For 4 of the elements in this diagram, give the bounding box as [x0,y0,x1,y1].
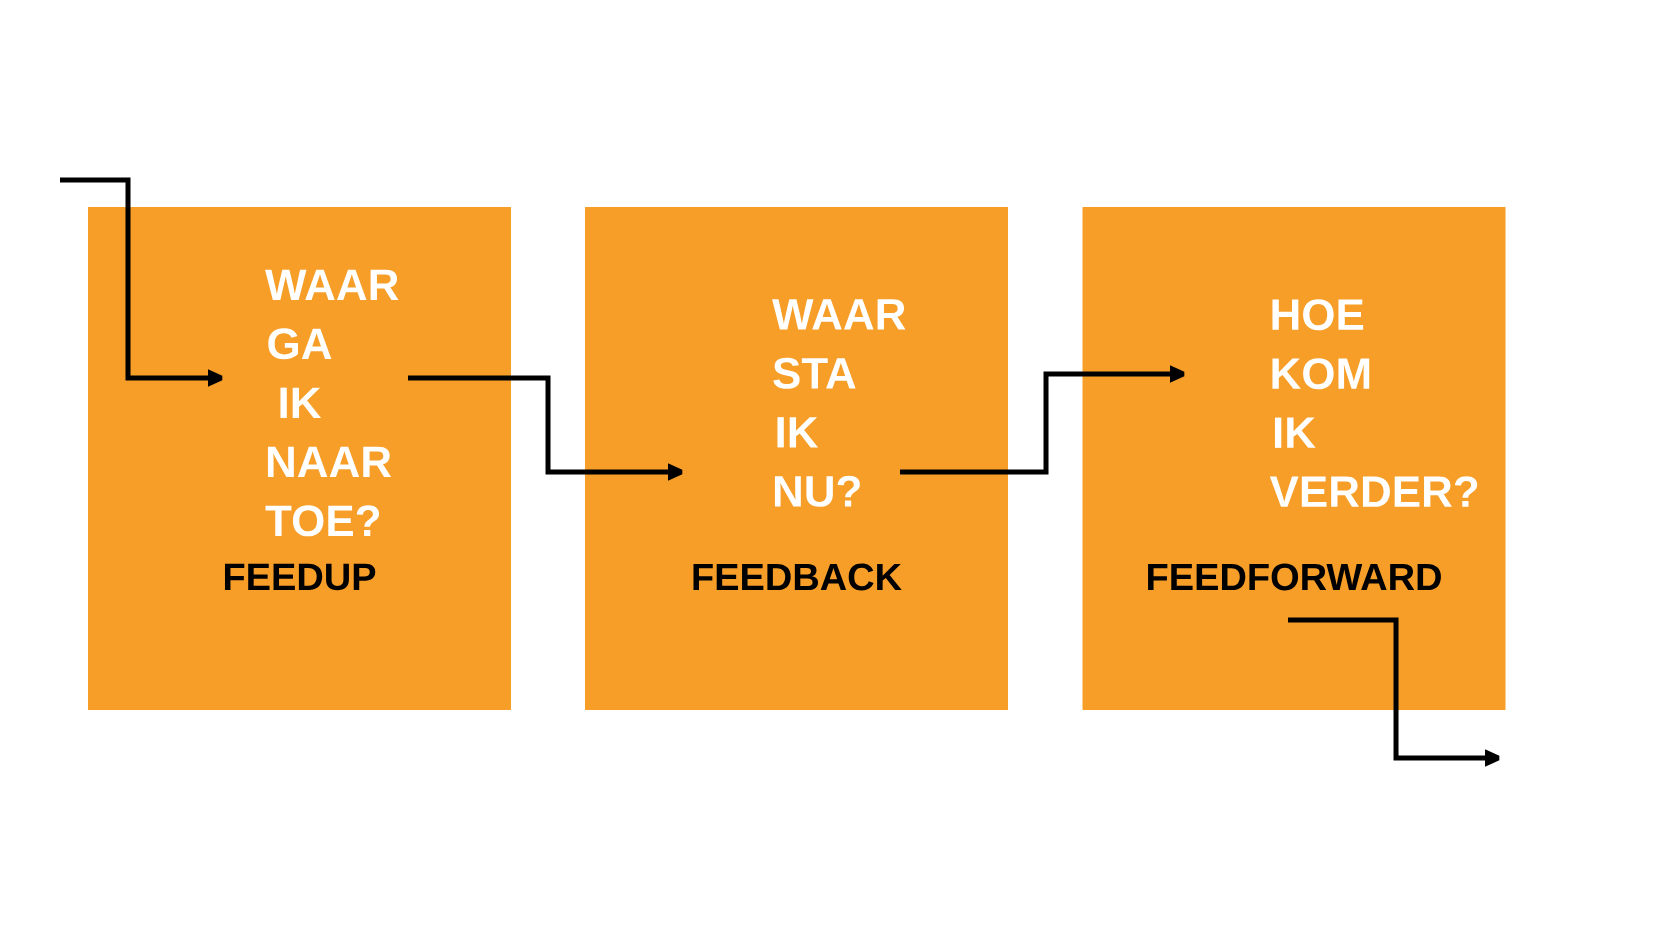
step-box: WAAR GA IK NAAR TOE? FEEDUP [88,207,511,710]
step-box: WAAR STA IK NU? FEEDBACK [585,207,1008,710]
arrow [900,365,1186,475]
step-box: HOE KOM IK VERDER? FEEDFORWARD [1082,207,1506,710]
